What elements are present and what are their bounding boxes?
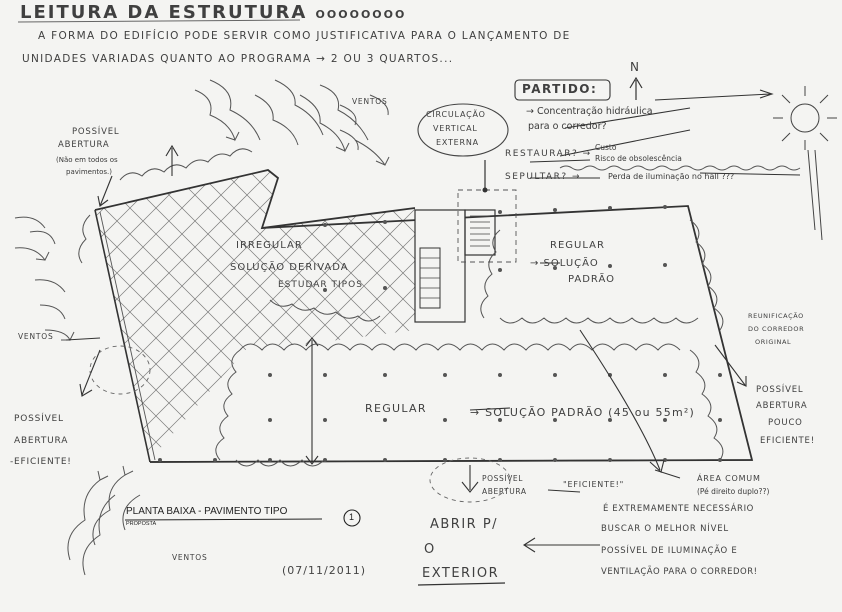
north-arrow-icon bbox=[629, 76, 643, 100]
sheet-date: (07/11/2011) bbox=[282, 564, 366, 577]
right-opening-line-4: EFICIENTE! bbox=[760, 436, 815, 446]
intro-line-2: UNIDADES VARIADAS QUANTO AO PROGRAMA → 2… bbox=[22, 53, 454, 65]
caption-underline bbox=[124, 518, 323, 521]
bottom-opening-line-2: ABERTURA bbox=[482, 487, 527, 496]
plan-caption-title: PLANTA BAIXA - PAVIMENTO TIPO bbox=[126, 506, 288, 517]
necessity-line-2: BUSCAR O MELHOR NÍVEL bbox=[601, 524, 729, 534]
plan-caption-number: 1 bbox=[349, 512, 355, 522]
bottom-left-opening-line-3: -EFICIENTE! bbox=[10, 457, 72, 467]
restaurar-label: RESTAURAR? → bbox=[505, 149, 592, 159]
left-opening-line-1: POSSÍVEL bbox=[72, 127, 120, 137]
circulation-line-1: CIRCULAÇÃO bbox=[426, 110, 486, 119]
circulation-line-3: EXTERNA bbox=[436, 138, 479, 147]
regular-top-label-1: REGULAR bbox=[550, 240, 605, 251]
vertical-circulation-core bbox=[414, 160, 517, 323]
structural-columns bbox=[158, 205, 722, 462]
bottom-opening-bubble bbox=[429, 457, 511, 503]
right-opening-line-3: POUCO bbox=[768, 418, 803, 428]
wind-lines-bottom bbox=[67, 465, 141, 576]
intro-line-1: A FORMA DO EDIFÍCIO PODE SERVIR COMO JUS… bbox=[38, 30, 571, 42]
wavy-line bbox=[559, 165, 801, 171]
right-edge-marks bbox=[807, 149, 823, 241]
necessity-line-4: VENTILAÇÃO PARA O CORREDOR! bbox=[601, 567, 758, 577]
reunification-line-3: ORIGINAL bbox=[755, 338, 792, 346]
irregular-label-3: ESTUDAR TIPOS bbox=[278, 280, 363, 290]
bottom-opening-line-1: POSSÍVEL bbox=[482, 474, 524, 483]
partido-item-1: → Concentração hidráulica bbox=[526, 106, 653, 117]
regular-main-solution: → SOLUÇÃO PADRÃO (45 ou 55m²) bbox=[470, 406, 695, 419]
left-opening-note-1: (Não em todos os bbox=[56, 156, 118, 164]
common-area-line-2: (Pé direito duplo??) bbox=[697, 487, 770, 496]
sepultar-note: Perda de iluminação no hall ??? bbox=[608, 172, 735, 181]
winds-left-label: VENTOS bbox=[18, 332, 54, 341]
bottom-left-opening-line-1: POSSÍVEL bbox=[14, 414, 64, 424]
partido-item-1b: para o corredor? bbox=[528, 121, 607, 132]
caption-number-circle bbox=[343, 509, 361, 527]
winds-top-label: VENTOS bbox=[352, 97, 388, 106]
regular-top-label-2: → SOLUÇÃO bbox=[530, 258, 599, 269]
common-area-line-1: ÁREA COMUM bbox=[697, 474, 761, 483]
left-opening-line-2: ABERTURA bbox=[58, 140, 110, 150]
wind-lines-left bbox=[14, 216, 75, 342]
reunification-line-2: DO CORREDOR bbox=[748, 325, 805, 333]
left-opening-note-2: pavimentos.) bbox=[66, 168, 113, 176]
annotation-arrows bbox=[65, 89, 801, 553]
open-exterior-line-1: ABRIR P/ bbox=[430, 517, 499, 532]
circulation-line-2: VERTICAL bbox=[433, 124, 478, 133]
dimension-line bbox=[305, 337, 319, 465]
right-opening-line-1: POSSÍVEL bbox=[756, 385, 804, 395]
winds-bottom-label: VENTOS bbox=[172, 553, 208, 562]
necessity-line-3: POSSÍVEL DE ILUMINAÇÃO E bbox=[601, 546, 738, 556]
bottom-opening-line-3: "EFICIENTE!" bbox=[563, 480, 625, 489]
partido-heading: PARTIDO: bbox=[522, 82, 598, 96]
open-exterior-line-3: EXTERIOR bbox=[422, 566, 500, 581]
sepultar-label: SEPULTAR? → bbox=[505, 172, 582, 182]
exterior-underline bbox=[417, 582, 506, 586]
regular-top-label-3: PADRÃO bbox=[568, 274, 616, 285]
necessity-line-1: É EXTREMAMENTE NECESSÁRIO bbox=[603, 504, 754, 514]
circulation-bubble bbox=[417, 103, 509, 157]
irregular-wing bbox=[94, 169, 416, 463]
bottom-left-opening-line-2: ABERTURA bbox=[14, 436, 69, 446]
title-dots: oooooooo bbox=[315, 8, 407, 21]
open-exterior-line-2: O bbox=[424, 542, 436, 557]
sheet-title: LEITURA DA ESTRUTURA oooooooo bbox=[20, 2, 407, 23]
plan-caption-subtitle: PROPOSTA bbox=[126, 521, 157, 527]
wind-lines-top bbox=[194, 79, 390, 166]
partido-box bbox=[514, 79, 611, 101]
reunification-line-1: REUNIFICAÇÃO bbox=[748, 312, 804, 320]
irregular-label-2: SOLUÇÃO DERIVADA bbox=[230, 262, 349, 273]
right-opening-line-2: ABERTURA bbox=[756, 401, 808, 411]
north-label: N bbox=[630, 60, 641, 74]
left-opening-bubble bbox=[89, 345, 151, 395]
restaurar-note-1: Custo bbox=[595, 143, 617, 152]
regular-main-label: REGULAR bbox=[365, 402, 427, 415]
irregular-label-1: IRREGULAR bbox=[236, 240, 303, 251]
sun-icon bbox=[773, 86, 837, 150]
restaurar-note-2: Risco de obsolescência bbox=[595, 154, 682, 163]
